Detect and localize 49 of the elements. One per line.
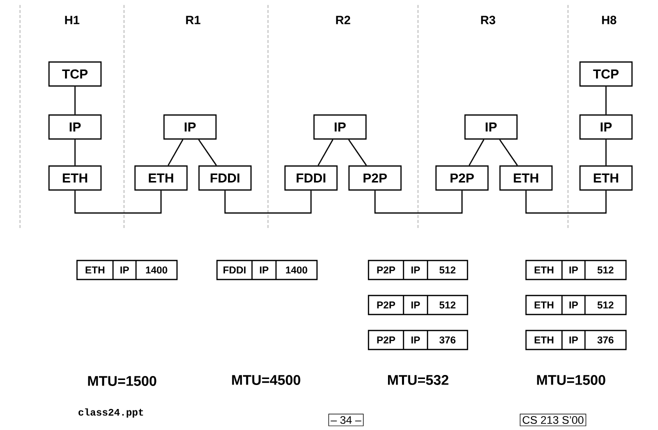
- connector-line: [605, 86, 607, 114]
- connector-line: [74, 86, 76, 114]
- connector-line: [348, 139, 367, 166]
- course-label: CS 213 S’00: [520, 414, 586, 426]
- connector-line: [198, 139, 217, 166]
- connector-line: [74, 140, 76, 166]
- protocol-box: TCP: [48, 61, 102, 87]
- protocol-box: IP: [48, 114, 102, 140]
- packet-box: P2P IP 376: [368, 330, 468, 350]
- packet-box: ETH IP 1400: [76, 260, 178, 280]
- protocol-box: FDDI: [284, 165, 338, 191]
- packet-box: P2P IP 512: [368, 294, 468, 316]
- packet-box: ETH IP 376: [525, 330, 627, 350]
- protocol-box: ETH: [579, 165, 633, 191]
- mtu-label: MTU=1500: [537, 375, 606, 385]
- link-line: [74, 190, 162, 214]
- protocol-box: TCP: [579, 61, 633, 87]
- connector-line: [499, 139, 518, 166]
- tier-label: R3: [481, 16, 496, 24]
- protocol-box: IP: [313, 114, 367, 140]
- protocol-box: FDDI: [198, 165, 252, 191]
- packet-box: FDDI IP 1400: [216, 260, 318, 280]
- connector-line: [605, 140, 607, 166]
- connector-line: [468, 139, 484, 166]
- connector-line: [318, 139, 334, 166]
- packet-box: ETH IP 512: [525, 260, 627, 280]
- protocol-box: IP: [464, 114, 518, 140]
- protocol-box: P2P: [348, 165, 402, 191]
- link-line: [374, 190, 463, 214]
- protocol-box: P2P: [435, 165, 489, 191]
- packet-box: P2P IP 512: [368, 260, 468, 280]
- link-line: [525, 190, 607, 214]
- protocol-box: IP: [579, 114, 633, 140]
- mtu-label: MTU=532: [388, 375, 448, 385]
- mtu-label: MTU=1500: [88, 376, 156, 386]
- tier-label: H1: [65, 16, 80, 24]
- tier-label: R2: [336, 16, 350, 24]
- protocol-box: ETH: [134, 165, 188, 191]
- mtu-label: MTU=4500: [232, 375, 300, 385]
- tier-label: R1: [186, 16, 200, 24]
- page-number: – 34 –: [328, 414, 364, 426]
- link-line: [224, 190, 312, 214]
- packet-box: ETH IP 512: [525, 294, 627, 316]
- protocol-box: ETH: [48, 165, 102, 191]
- connector-line: [168, 139, 184, 166]
- protocol-box: IP: [163, 114, 217, 140]
- tier-label: H8: [602, 16, 616, 24]
- protocol-box: ETH: [499, 165, 553, 191]
- file-name: class24.ppt: [78, 408, 144, 418]
